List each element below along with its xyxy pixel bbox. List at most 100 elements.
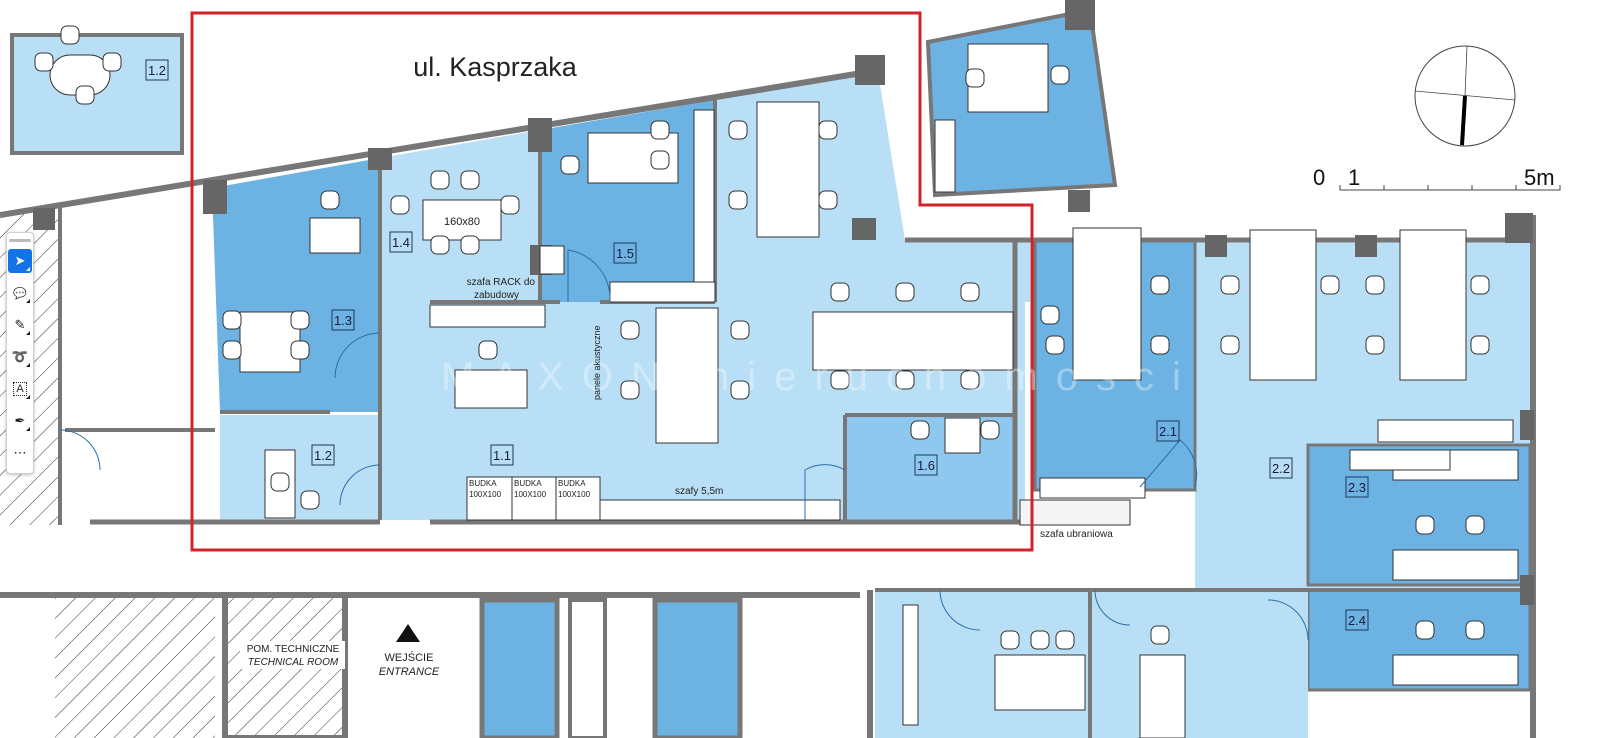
chair xyxy=(910,420,930,440)
room-label-1-5: 1.5 xyxy=(616,246,634,261)
text-tool-button[interactable]: A xyxy=(8,377,32,401)
scale-label-0: 0 xyxy=(1313,165,1325,190)
chair xyxy=(965,68,985,88)
cabinets xyxy=(429,109,1514,526)
chair xyxy=(620,380,640,400)
chair xyxy=(650,150,670,170)
chair xyxy=(1320,275,1340,295)
room-label-1-2: 1.2 xyxy=(314,448,332,463)
room-bottom-right xyxy=(1195,590,1308,738)
chair xyxy=(1220,335,1240,355)
chair xyxy=(500,195,520,215)
room-label-1-6: 1.6 xyxy=(917,458,935,473)
chair xyxy=(75,85,95,105)
chair xyxy=(60,25,80,45)
room-label-2-2: 2.2 xyxy=(1272,461,1290,476)
chair xyxy=(460,235,480,255)
leased-area-outline xyxy=(190,11,1034,552)
lasso-tool-button[interactable]: ➰ xyxy=(8,345,32,369)
chair xyxy=(1220,275,1240,295)
chair xyxy=(1050,65,1070,85)
more-tools-button[interactable]: ⋯ xyxy=(8,441,32,465)
table-size-label: 160x80 xyxy=(444,216,480,228)
scale-label-5m: 5m xyxy=(1524,165,1555,190)
entrance-arrow-icon xyxy=(396,624,420,642)
chair xyxy=(1365,275,1385,295)
chair xyxy=(1415,515,1435,535)
chair xyxy=(1000,630,1020,650)
chair xyxy=(478,340,498,360)
wc-2 xyxy=(652,597,743,738)
room-1-3 xyxy=(212,158,380,412)
chair xyxy=(430,235,450,255)
room-label-2-1: 2.1 xyxy=(1159,424,1177,439)
chair xyxy=(980,420,1000,440)
lasso-icon: ➰ xyxy=(11,349,29,364)
chair xyxy=(830,370,850,390)
hatched-area-bottom-left xyxy=(55,595,215,738)
scale-bar: 0 1 5m xyxy=(1313,165,1561,191)
chair xyxy=(818,120,838,140)
room-labels: 1.2 1.3 1.4 1.5 1.1 1.2 1.6 2.1 2.2 2.3 … xyxy=(145,59,1369,631)
columns xyxy=(33,0,1534,605)
desks xyxy=(49,43,1519,738)
chair xyxy=(960,370,980,390)
chair xyxy=(1415,620,1435,640)
draw-tool-button[interactable]: ✎ xyxy=(8,313,32,337)
entrance-label-en: ENTRANCE xyxy=(379,666,440,678)
watermark: MAXON nieruchomości xyxy=(441,355,1199,399)
cursor-icon: ➤ xyxy=(14,253,26,268)
pen-nib-icon: ✒ xyxy=(14,413,26,428)
chair xyxy=(1150,335,1170,355)
acoustic-panels-label: panele akustyczne xyxy=(592,325,602,400)
select-tool-button[interactable]: ➤ xyxy=(8,249,32,273)
booth-3-size: 100X100 xyxy=(558,490,591,499)
chair xyxy=(1040,305,1060,325)
north-compass-icon xyxy=(1414,45,1516,147)
chair xyxy=(320,190,340,210)
room-1-5 xyxy=(540,100,715,302)
text-box-icon: A xyxy=(13,382,27,396)
tech-room-label-pl: POM. TECHNICZNE xyxy=(247,644,340,655)
chair xyxy=(34,52,54,72)
chair xyxy=(222,340,242,360)
chair xyxy=(290,310,310,330)
room-label-2-3: 2.3 xyxy=(1348,480,1366,495)
annotations: ul. Kasprzaka 160x80 szafa RACK do zabud… xyxy=(240,52,1113,678)
booth-1-size: 100X100 xyxy=(469,490,502,499)
annotation-toolbar: ➤ 💬 ✎ ➰ A ✒ ⋯ xyxy=(6,232,34,474)
room-label-1-4: 1.4 xyxy=(392,235,410,250)
chair xyxy=(1045,335,1065,355)
chair xyxy=(895,370,915,390)
rack-label-line1: szafa RACK do xyxy=(467,277,536,288)
chair xyxy=(390,195,410,215)
booths xyxy=(466,476,601,521)
comment-tool-button[interactable]: 💬 xyxy=(8,281,32,305)
chair xyxy=(1030,630,1050,650)
chair xyxy=(1470,335,1490,355)
chair xyxy=(650,120,670,140)
chair xyxy=(270,472,290,492)
entrance-label-pl: WEJŚCIE xyxy=(385,651,434,664)
chair xyxy=(300,490,320,510)
chair xyxy=(730,380,750,400)
room-label-1-3: 1.3 xyxy=(334,313,352,328)
chair xyxy=(1365,335,1385,355)
chair xyxy=(620,320,640,340)
rack-label-line2: zabudowy xyxy=(474,290,519,301)
booth-2-size: 100X100 xyxy=(514,490,547,499)
tech-room-label-en: TECHNICAL ROOM xyxy=(248,657,339,668)
sign-tool-button[interactable]: ✒ xyxy=(8,409,32,433)
toolbar-drag-handle[interactable] xyxy=(9,239,31,242)
chair xyxy=(818,190,838,210)
booth-2-label: BUDKA xyxy=(514,479,542,488)
chair xyxy=(830,282,850,302)
wc-1 xyxy=(479,597,560,738)
chair xyxy=(728,190,748,210)
more-icon: ⋯ xyxy=(13,445,27,460)
clothes-wardrobe-label: szafa ubraniowa xyxy=(1040,529,1113,540)
chair xyxy=(102,52,122,72)
wc-sinks xyxy=(568,598,607,738)
chair xyxy=(895,282,915,302)
